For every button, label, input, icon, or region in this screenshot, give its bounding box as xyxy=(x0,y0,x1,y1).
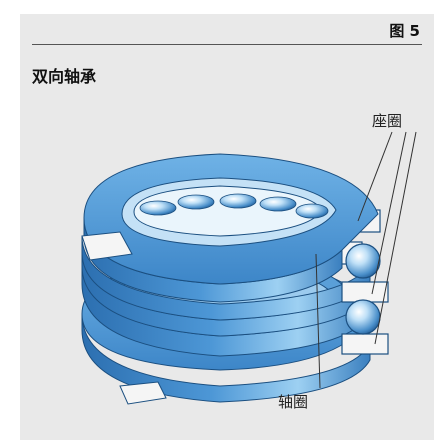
double-direction-thrust-bearing-illustration xyxy=(81,131,417,405)
header-divider xyxy=(32,44,422,45)
front-notch xyxy=(81,231,167,405)
shaft-washer-label: 轴圈 xyxy=(278,393,309,411)
shaft-washer-stack xyxy=(81,235,371,357)
upper-ball-row xyxy=(139,193,329,219)
figure-panel: 图 5 双向轴承 xyxy=(20,14,434,440)
housing-washer-label: 座圈 xyxy=(372,112,403,130)
figure-number: 图 5 xyxy=(389,22,420,40)
figure-caption: 双向轴承 xyxy=(32,67,97,86)
leader-lines xyxy=(315,131,417,389)
